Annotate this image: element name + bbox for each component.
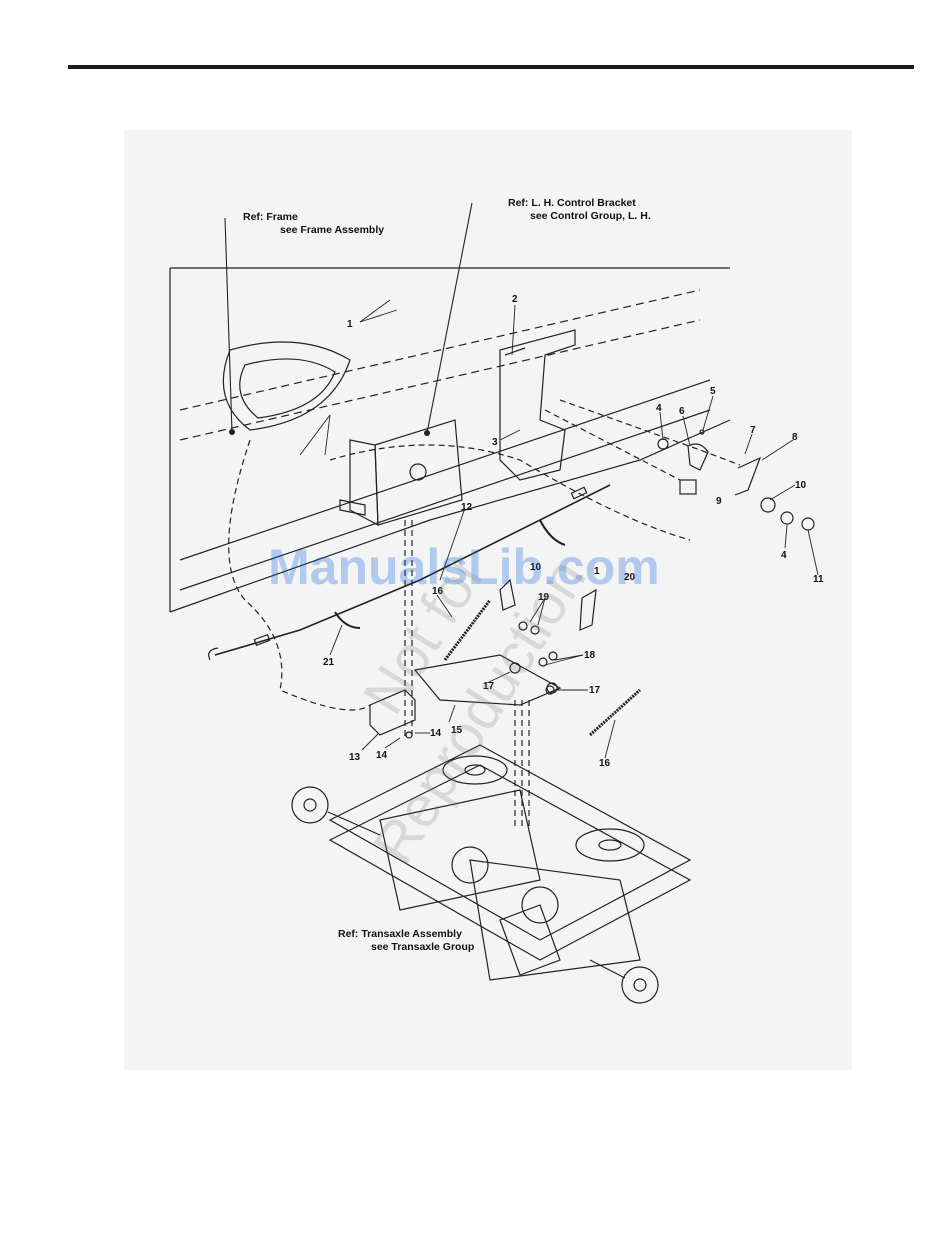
callout-18: 18 <box>584 650 596 661</box>
ref-dots <box>229 429 430 436</box>
ref-frame-line2: see Frame Assembly <box>243 224 384 237</box>
callout-4b: 4 <box>781 550 787 561</box>
right-linkage <box>658 430 814 530</box>
callout-8: 8 <box>792 432 798 443</box>
callout-9: 9 <box>716 496 722 507</box>
callout-7: 7 <box>750 425 756 436</box>
callout-11: 11 <box>813 574 824 585</box>
callout-17b: 17 <box>589 685 601 696</box>
ref-transaxle-line2: see Transaxle Group <box>338 941 474 954</box>
callout-5: 5 <box>710 386 716 397</box>
callout-6: 6 <box>679 406 685 417</box>
ref-bracket-line2: see Control Group, L. H. <box>508 210 651 223</box>
callout-14: 14 <box>376 750 388 761</box>
ref-transaxle-label: Ref: Transaxle Assembly see Transaxle Gr… <box>338 928 474 954</box>
ref-transaxle-line1: Ref: Transaxle Assembly <box>338 928 474 941</box>
callout-2: 2 <box>512 294 518 305</box>
callout-4: 4 <box>656 403 662 414</box>
control-bracket-plate <box>340 420 462 525</box>
callout-16b: 16 <box>599 758 611 769</box>
ref-frame-line1: Ref: Frame <box>243 211 384 224</box>
callout-3: 3 <box>492 437 498 448</box>
ref-bracket-line1: Ref: L. H. Control Bracket <box>508 197 651 210</box>
callout-13: 13 <box>349 752 361 763</box>
transaxle-assembly <box>292 745 690 1003</box>
ref-frame-label: Ref: Frame see Frame Assembly <box>243 211 384 237</box>
spring-lower-16 <box>590 690 640 735</box>
callout-10: 10 <box>795 480 807 491</box>
ref-leaders <box>225 203 472 433</box>
callout-12: 12 <box>461 502 473 513</box>
callout-1: 1 <box>347 319 353 330</box>
callout-21: 21 <box>323 657 335 668</box>
ref-bracket-label: Ref: L. H. Control Bracket see Control G… <box>508 197 651 223</box>
